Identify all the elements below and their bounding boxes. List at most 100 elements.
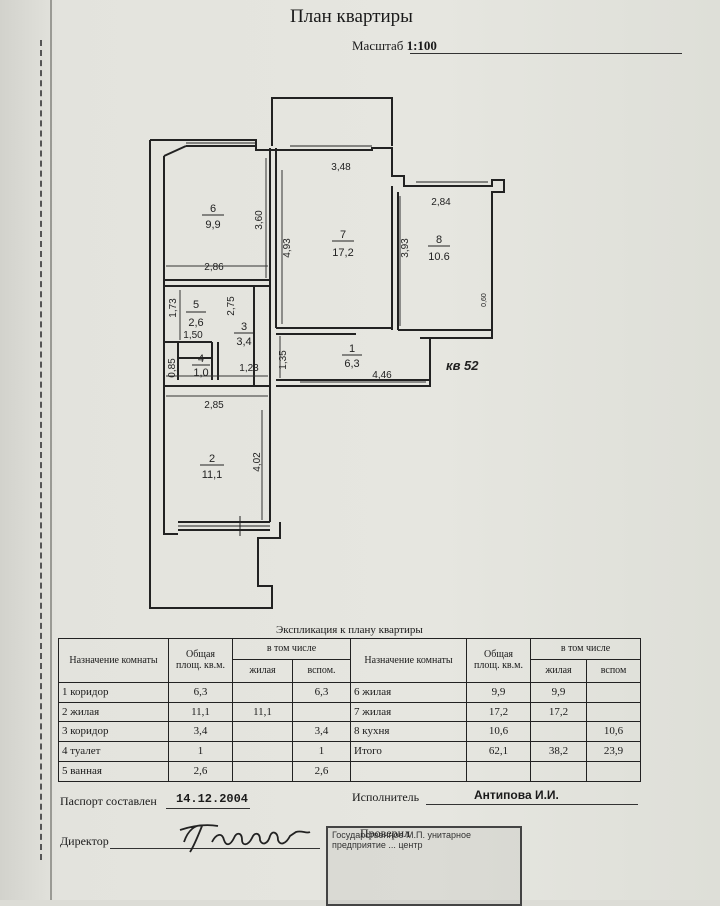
room-name: Итого [350, 741, 468, 763]
plan-windows [178, 142, 488, 536]
scale-label: Масштаб [352, 38, 404, 53]
table-row: 3 коридор 3,4 3,4 8 кухня 10,6 10,6 [58, 721, 642, 743]
room-number: 8 [436, 234, 442, 246]
checked-label: Проверил [360, 826, 410, 840]
room-number: 5 [193, 299, 199, 311]
room-name: 3 коридор [58, 721, 169, 743]
living-area: 9,9 [530, 681, 588, 703]
room-area: 2,6 [188, 317, 203, 329]
header-living: жилая [530, 658, 588, 683]
aux-area [586, 701, 642, 723]
header-room-purpose: Назначение комнаты [58, 638, 169, 683]
plan-walls [149, 97, 505, 609]
total-area: 62,1 [466, 741, 532, 763]
room-area: 6,3 [344, 358, 359, 370]
dimension-text: 2,85 [204, 400, 224, 411]
dimension-text: 1,50 [183, 330, 203, 341]
living-area: 38,2 [530, 741, 588, 763]
total-area: 10,6 [466, 721, 532, 743]
dimension-text: 1,23 [239, 363, 259, 374]
floor-plan: 6 9,9 7 17,2 8 10.6 5 2,6 3 3,4 4 1,0 1 … [149, 97, 505, 609]
room-name: 6 жилая [350, 681, 468, 703]
scale-line-text: Масштаб 1:100 [352, 38, 437, 54]
total-area: 9,9 [466, 681, 532, 703]
room-area: 10.6 [428, 251, 449, 263]
total-area: 6,3 [168, 681, 233, 703]
room-area: 3,4 [236, 336, 251, 348]
living-area [232, 761, 293, 782]
header-total-area: Общая площ. кв.м. [466, 638, 532, 683]
dimension-text: 3,48 [331, 162, 351, 173]
total-area: 1 [168, 741, 233, 763]
living-area [530, 721, 588, 743]
header-including: в том числе [231, 638, 352, 660]
explication-title: Экспликация к плану квартиры [276, 624, 423, 636]
total-area [466, 761, 532, 782]
living-area: 11,1 [232, 701, 293, 723]
table-row: 2 жилая 11,1 11,1 7 жилая 17,2 17,2 [58, 701, 642, 723]
dimension-text: 2,84 [431, 197, 451, 208]
table-row: 4 туалет 1 1 Итого 62,1 38,2 23,9 [58, 741, 642, 763]
aux-area [586, 681, 642, 703]
table-subheader-row: жилая вспом. жилая вспом [59, 658, 642, 683]
passport-label: Паспорт составлен [60, 794, 157, 808]
living-area [232, 681, 293, 703]
executor-label: Исполнитель [352, 790, 420, 804]
executor-underline [426, 804, 638, 805]
room-name: 2 жилая [58, 701, 169, 723]
table-row: 5 ванная 2,6 2,6 [58, 761, 642, 782]
living-area [232, 741, 293, 763]
living-area [530, 761, 588, 782]
room-name: 7 жилая [350, 701, 468, 723]
room-area: 9,9 [205, 219, 220, 231]
official-stamp: Государственное М.П. унитарное предприят… [326, 826, 522, 906]
aux-area [586, 761, 642, 782]
room-number: 2 [209, 453, 215, 465]
scale-value: 1:100 [406, 38, 437, 53]
living-area: 17,2 [530, 701, 588, 723]
room-name: 5 ванная [58, 761, 169, 782]
director-label: Директор [60, 834, 109, 848]
table-header-row: Назначение комнаты Общая площ. кв.м. в т… [58, 638, 642, 683]
dimension-text: 1,35 [278, 350, 289, 370]
room-name: 4 туалет [58, 741, 169, 763]
header-auxiliary: вспом [586, 658, 642, 683]
room-number: 3 [241, 321, 247, 333]
living-area [232, 721, 293, 743]
room-name: 8 кухня [350, 721, 468, 743]
room-name: 1 коридор [58, 681, 169, 703]
table-row: 1 коридор 6,3 6,3 6 жилая 9,9 9,9 [58, 681, 642, 703]
room-number: 6 [210, 203, 216, 215]
aux-area: 3,4 [291, 721, 352, 743]
room-name [350, 761, 468, 782]
header-living: жилая [232, 658, 293, 683]
total-area: 17,2 [466, 701, 532, 723]
header-including: в том числе [530, 638, 642, 660]
room-number: 4 [198, 353, 204, 365]
aux-area [291, 701, 352, 723]
dimension-text: 0,60 [481, 293, 488, 307]
dimension-text: 2,75 [226, 296, 237, 316]
dimension-text: 4,02 [252, 452, 263, 472]
apartment-label: кв 52 [446, 358, 479, 373]
stamp-text: Государственное М.П. унитарное предприят… [332, 830, 471, 850]
room-area: 17,2 [332, 247, 353, 259]
page-title: План квартиры [290, 6, 413, 27]
dimension-lines [166, 158, 426, 520]
aux-area: 6,3 [291, 681, 352, 703]
room-labels: 6 9,9 7 17,2 8 10.6 5 2,6 3 3,4 4 1,0 1 … [188, 203, 449, 481]
director-underline [110, 848, 320, 849]
room-label-dividers [186, 214, 450, 466]
room-area: 1,0 [193, 367, 208, 379]
binding-edge [50, 0, 52, 900]
signature [179, 824, 311, 853]
aux-area: 23,9 [586, 741, 642, 763]
dimension-text: 0,85 [167, 358, 178, 378]
binding-holes [40, 40, 46, 860]
dimension-text: 4,46 [372, 370, 392, 381]
scale-underline [410, 53, 682, 54]
dimension-text: 3,60 [254, 210, 265, 230]
room-number: 7 [340, 229, 346, 241]
header-auxiliary: вспом. [291, 658, 352, 683]
total-area: 3,4 [168, 721, 233, 743]
